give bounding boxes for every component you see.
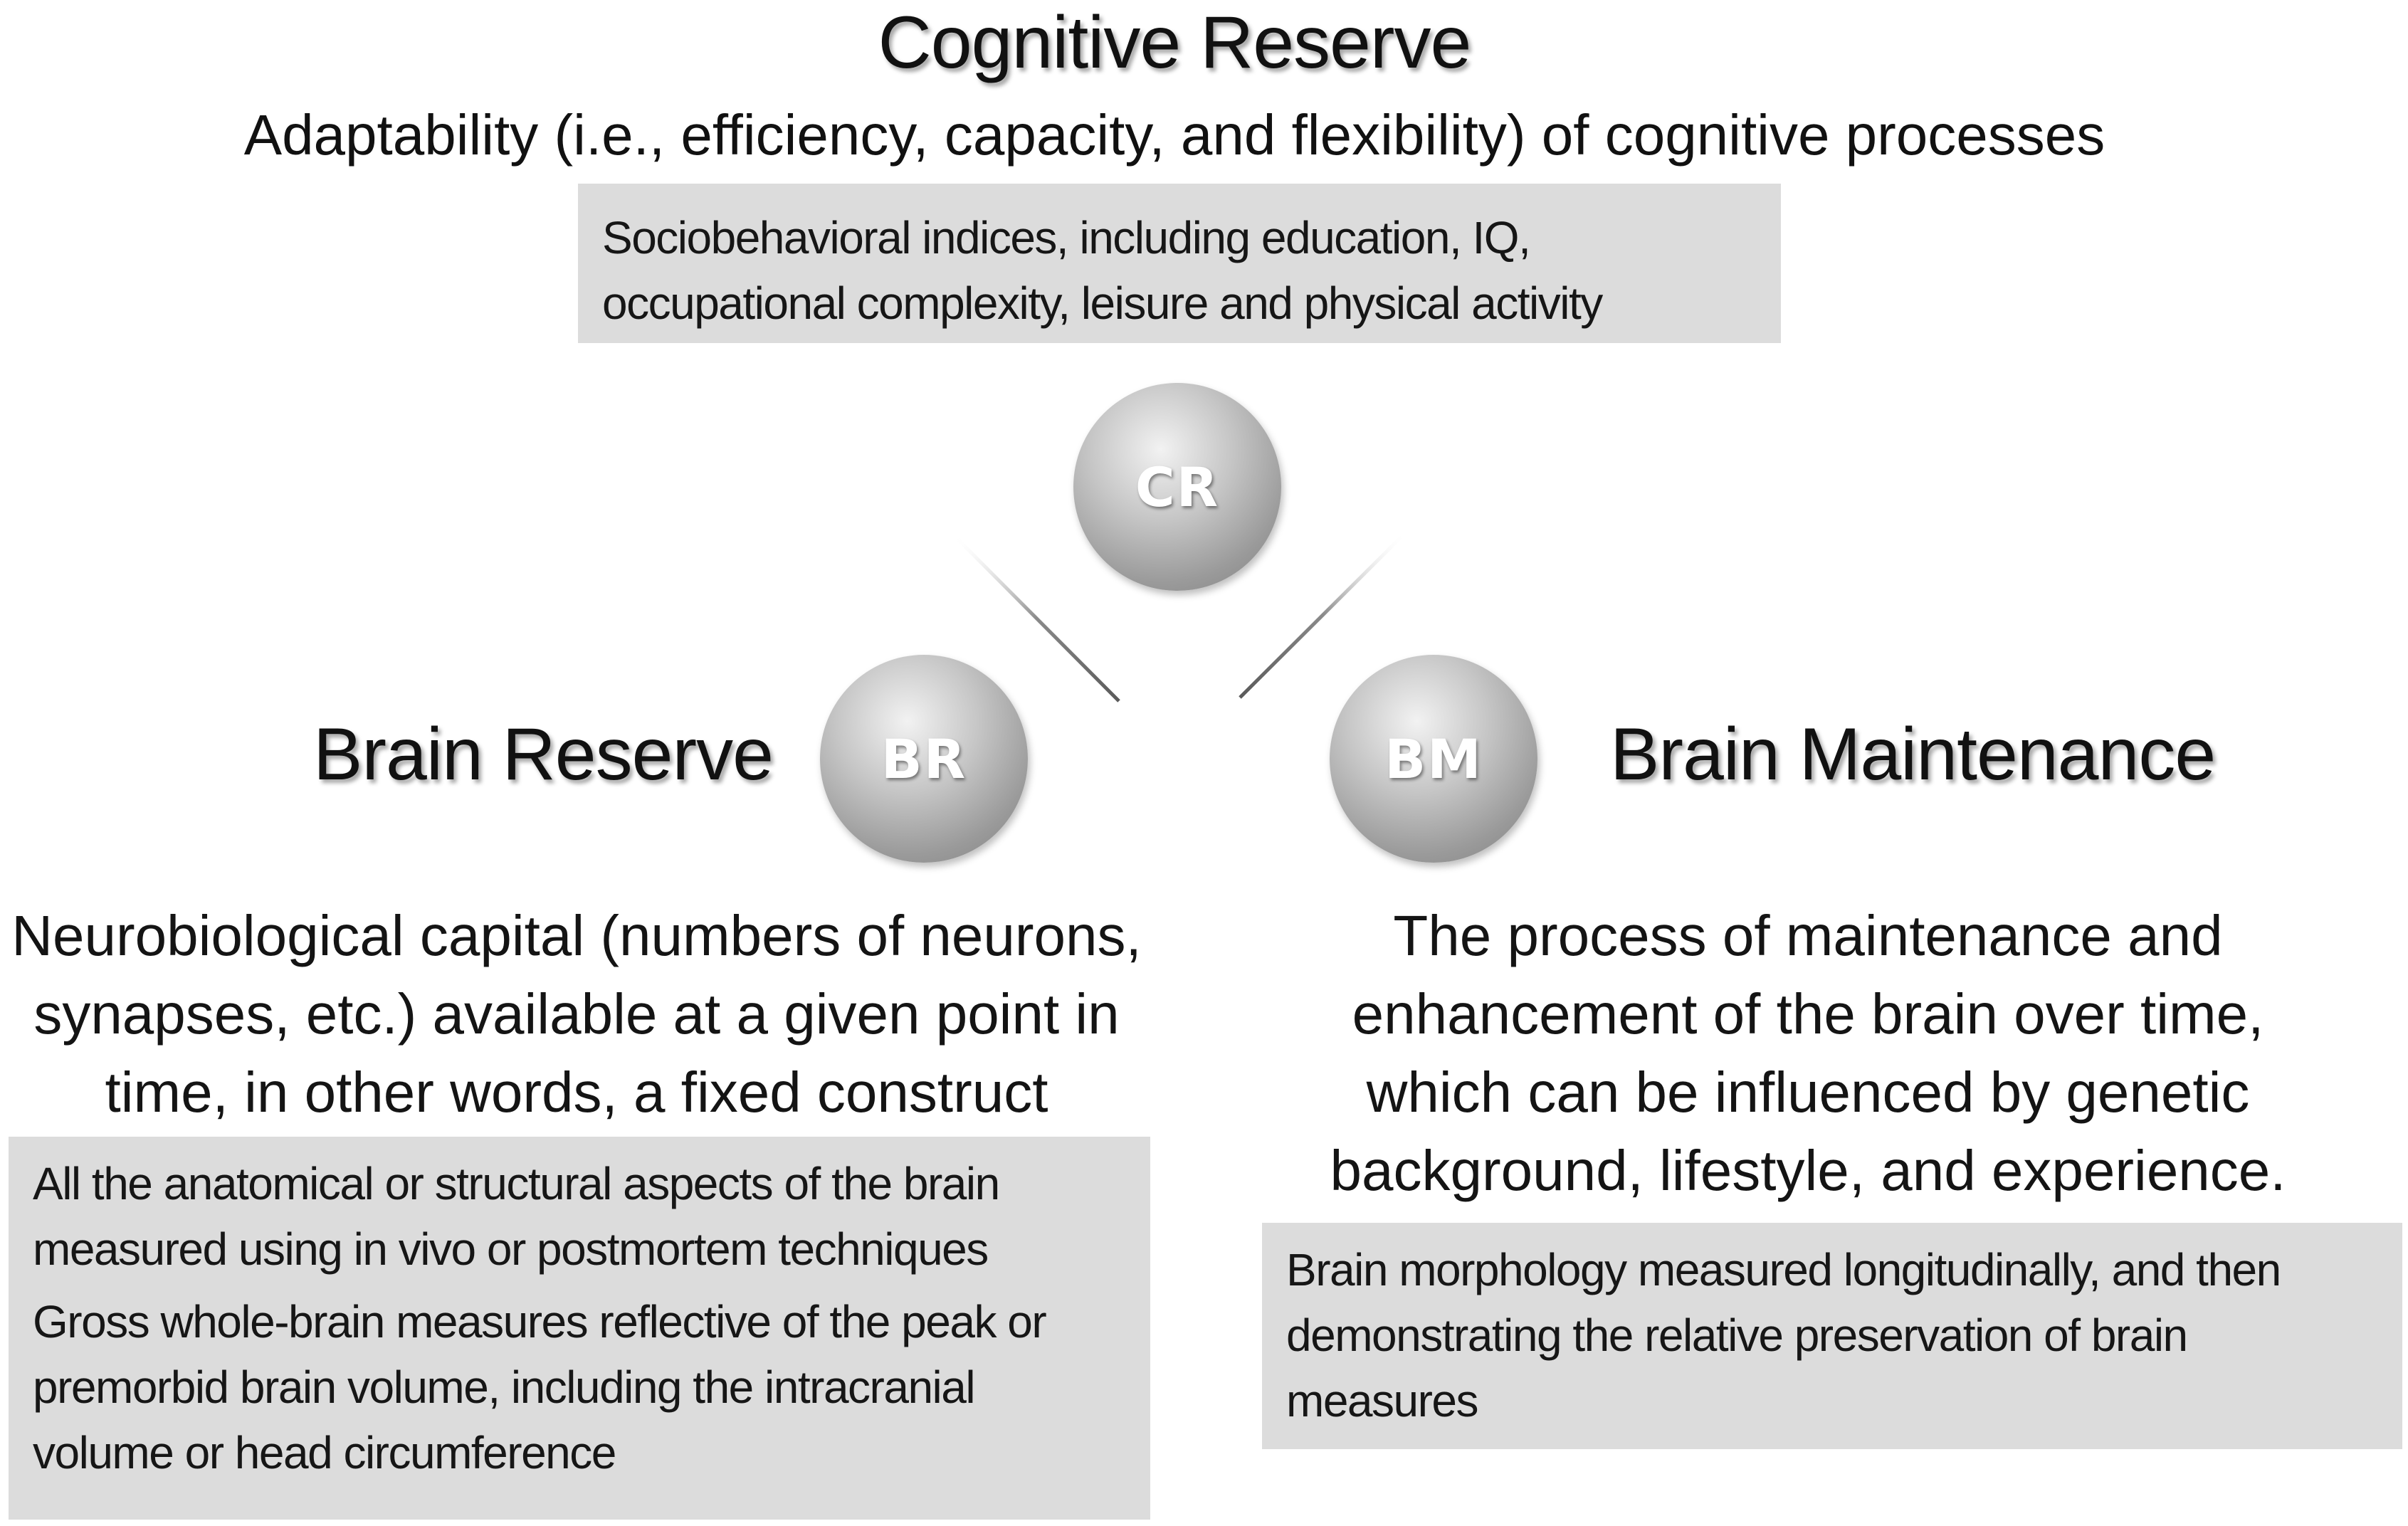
cognitive-reserve-indices-box: Sociobehavioral indices, including educa…	[578, 184, 1781, 343]
br-desc-line: synapses, etc.) available at a given poi…	[33, 982, 1120, 1046]
bm-circle-node: BM	[1330, 655, 1537, 863]
cognitive-reserve-title: Cognitive Reserve	[878, 1, 1472, 84]
br-desc-line: time, in other words, a fixed construct	[105, 1061, 1048, 1124]
br-box-line: premorbid brain volume, including the in…	[33, 1362, 976, 1413]
br-box-paragraph: Gross whole-brain measures reflective of…	[33, 1289, 1150, 1485]
cr-box-line: occupational complexity, leisure and phy…	[602, 278, 1603, 329]
br-box-line: measured using in vivo or postmortem tec…	[33, 1224, 989, 1275]
brain-maintenance-measures-box: Brain morphology measured longitudinally…	[1262, 1223, 2402, 1449]
brain-reserve-measures-box: All the anatomical or structural aspects…	[9, 1137, 1150, 1520]
br-circle-node: BR	[820, 655, 1028, 863]
br-box-line: volume or head circumference	[33, 1427, 616, 1478]
bm-desc-line: enhancement of the brain over time,	[1352, 982, 2264, 1046]
br-box-paragraph: All the anatomical or structural aspects…	[33, 1151, 1150, 1282]
bm-desc-line: background, lifestyle, and experience.	[1330, 1139, 2286, 1202]
bm-desc-line: which can be influenced by genetic	[1366, 1061, 2250, 1124]
br-box-line: All the anatomical or structural aspects…	[33, 1158, 1000, 1209]
bm-desc-line: The process of maintenance and	[1393, 904, 2223, 967]
cr-circle-label: CR	[1135, 455, 1220, 519]
br-box-line: Gross whole-brain measures reflective of…	[33, 1296, 1047, 1347]
cognitive-reserve-indices-text: Sociobehavioral indices, including educa…	[602, 205, 1781, 336]
brain-maintenance-description: The process of maintenance and enhanceme…	[1253, 897, 2363, 1210]
brain-maintenance-title: Brain Maintenance	[1610, 713, 2216, 796]
bm-box-line: Brain morphology measured longitudinally…	[1286, 1244, 2281, 1295]
brain-reserve-title: Brain Reserve	[313, 713, 774, 796]
br-circle-label: BR	[880, 727, 967, 791]
cr-circle-node: CR	[1073, 383, 1281, 591]
bm-box-line: demonstrating the relative preservation …	[1286, 1310, 2188, 1361]
cognitive-reserve-subtitle: Adaptability (i.e., efficiency, capacity…	[243, 103, 2105, 167]
br-desc-line: Neurobiological capital (numbers of neur…	[11, 904, 1142, 967]
cr-box-line: Sociobehavioral indices, including educa…	[602, 212, 1531, 263]
bm-circle-label: BM	[1384, 727, 1483, 791]
bm-box-line: measures	[1286, 1375, 1479, 1426]
bm-box-paragraph: Brain morphology measured longitudinally…	[1286, 1237, 2402, 1433]
brain-reserve-description: Neurobiological capital (numbers of neur…	[0, 897, 1153, 1132]
